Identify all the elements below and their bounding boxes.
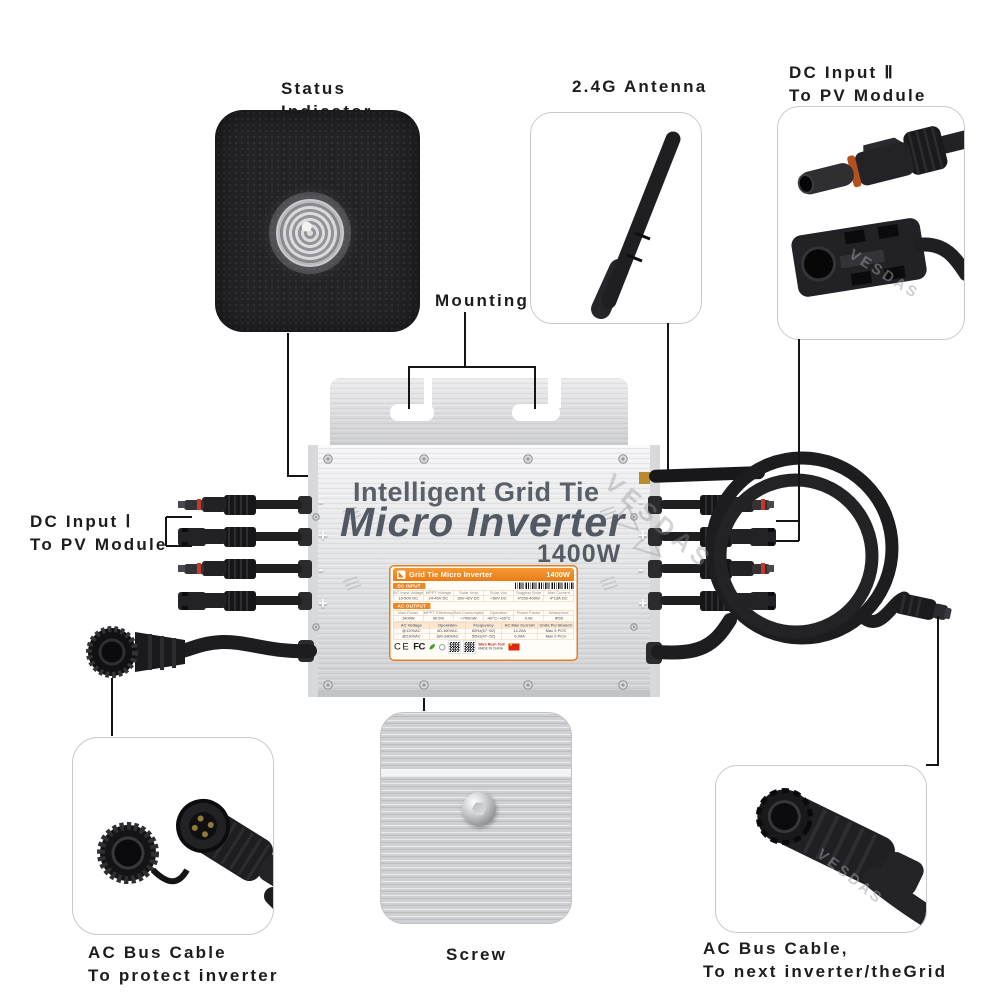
ac-bus-cable-left-photo [72, 737, 274, 935]
green-leaf-icon [429, 644, 435, 650]
spec-label-footer: CE FC Wars Rush Tech MADE IN CHINA ★ [393, 640, 574, 654]
ac-cable-left [86, 626, 317, 678]
callout-status-indicator: Status Indicator [281, 79, 373, 121]
ac-bus-cable-right-photo: VESDAS [715, 765, 927, 933]
mounting-plate [330, 376, 628, 458]
status-led-icon [276, 199, 344, 267]
maker-text: Wars Rush Tech MADE IN CHINA [478, 643, 506, 651]
china-flag-icon: ★ [508, 642, 520, 651]
polarity-mark: + [318, 526, 328, 545]
callout-mounting: Mounting [435, 291, 530, 310]
polarity-mark: + [638, 526, 648, 545]
spec-label-title: Grid Tie Micro Inverter [409, 570, 493, 579]
callout-antenna: 2.4G Antenna [572, 77, 708, 96]
dc-input-table: DC Input Voltage MPPT Voltage Solar Vmp … [393, 590, 574, 602]
polarity-mark: + [638, 594, 648, 613]
cert-emblem-icon [438, 643, 446, 651]
device-power-rating: 1400W [537, 540, 622, 568]
callout-dc-input-1: DC Input Ⅰ To PV Module [30, 512, 168, 554]
status-indicator-photo [215, 110, 420, 332]
device-brand-line1: Intelligent Grid Tie [353, 477, 600, 507]
polarity-mark: + [318, 594, 328, 613]
polarity-mark: - [638, 560, 644, 579]
qr-code-icon [447, 640, 461, 654]
ac-connector-art: VESDAS [755, 788, 926, 929]
callout-ac-bus-left: AC Bus Cable To protect inverter [88, 943, 279, 985]
screw-icon [462, 792, 496, 826]
ac-connector-cap-art [97, 798, 273, 909]
status-indicator-callout-line [287, 333, 308, 477]
polarity-mark: - [318, 560, 324, 579]
antenna-art [591, 131, 681, 319]
fcc-mark-icon: FC [413, 641, 425, 653]
device-brand-line2: Micro Inverter [340, 499, 626, 545]
polarity-mark: - [318, 492, 324, 511]
panel-seam [381, 769, 571, 776]
callout-screw: Screw [446, 945, 508, 964]
screw-photo [380, 712, 572, 924]
dc-connectors-left [178, 495, 312, 611]
dc-input-section-label: DC INPUT [393, 582, 426, 589]
ac-bus-right-callout-line [926, 616, 939, 766]
dc-input-2-callout-line [776, 339, 800, 542]
spec-label: Grid Tie Micro Inverter 1400W DC INPUT D… [389, 565, 579, 661]
ac-output-section-label: AC OUTPUT [393, 603, 431, 609]
callout-dc-input-2: DC Input Ⅱ To PV Module [789, 63, 927, 105]
spec-label-power: 1400W [546, 570, 570, 579]
mounting-callout-line [408, 312, 536, 409]
spec-label-header: Grid Tie Micro Inverter 1400W [393, 568, 574, 581]
mc4-pair-art: VESDAS [791, 125, 964, 303]
dc-input-1-callout-line [165, 516, 192, 547]
antenna-photo [530, 112, 702, 324]
qr-code-icon [462, 640, 476, 654]
polarity-mark: - [638, 492, 644, 511]
ac-voltage-table: AC Voltage Operation Frequency AC Max Cu… [393, 622, 574, 640]
spec-label-logo-icon [397, 570, 406, 579]
ce-mark-icon: CE [394, 641, 411, 653]
dc-input-2-photo: VESDAS [777, 106, 965, 340]
ac-output-table: Max Power MPPT Efficiency Self-Consumpti… [393, 610, 574, 622]
device-antenna [639, 466, 765, 484]
barcode [515, 582, 574, 589]
callout-ac-bus-right: AC Bus Cable, To next inverter/theGrid [703, 939, 948, 981]
